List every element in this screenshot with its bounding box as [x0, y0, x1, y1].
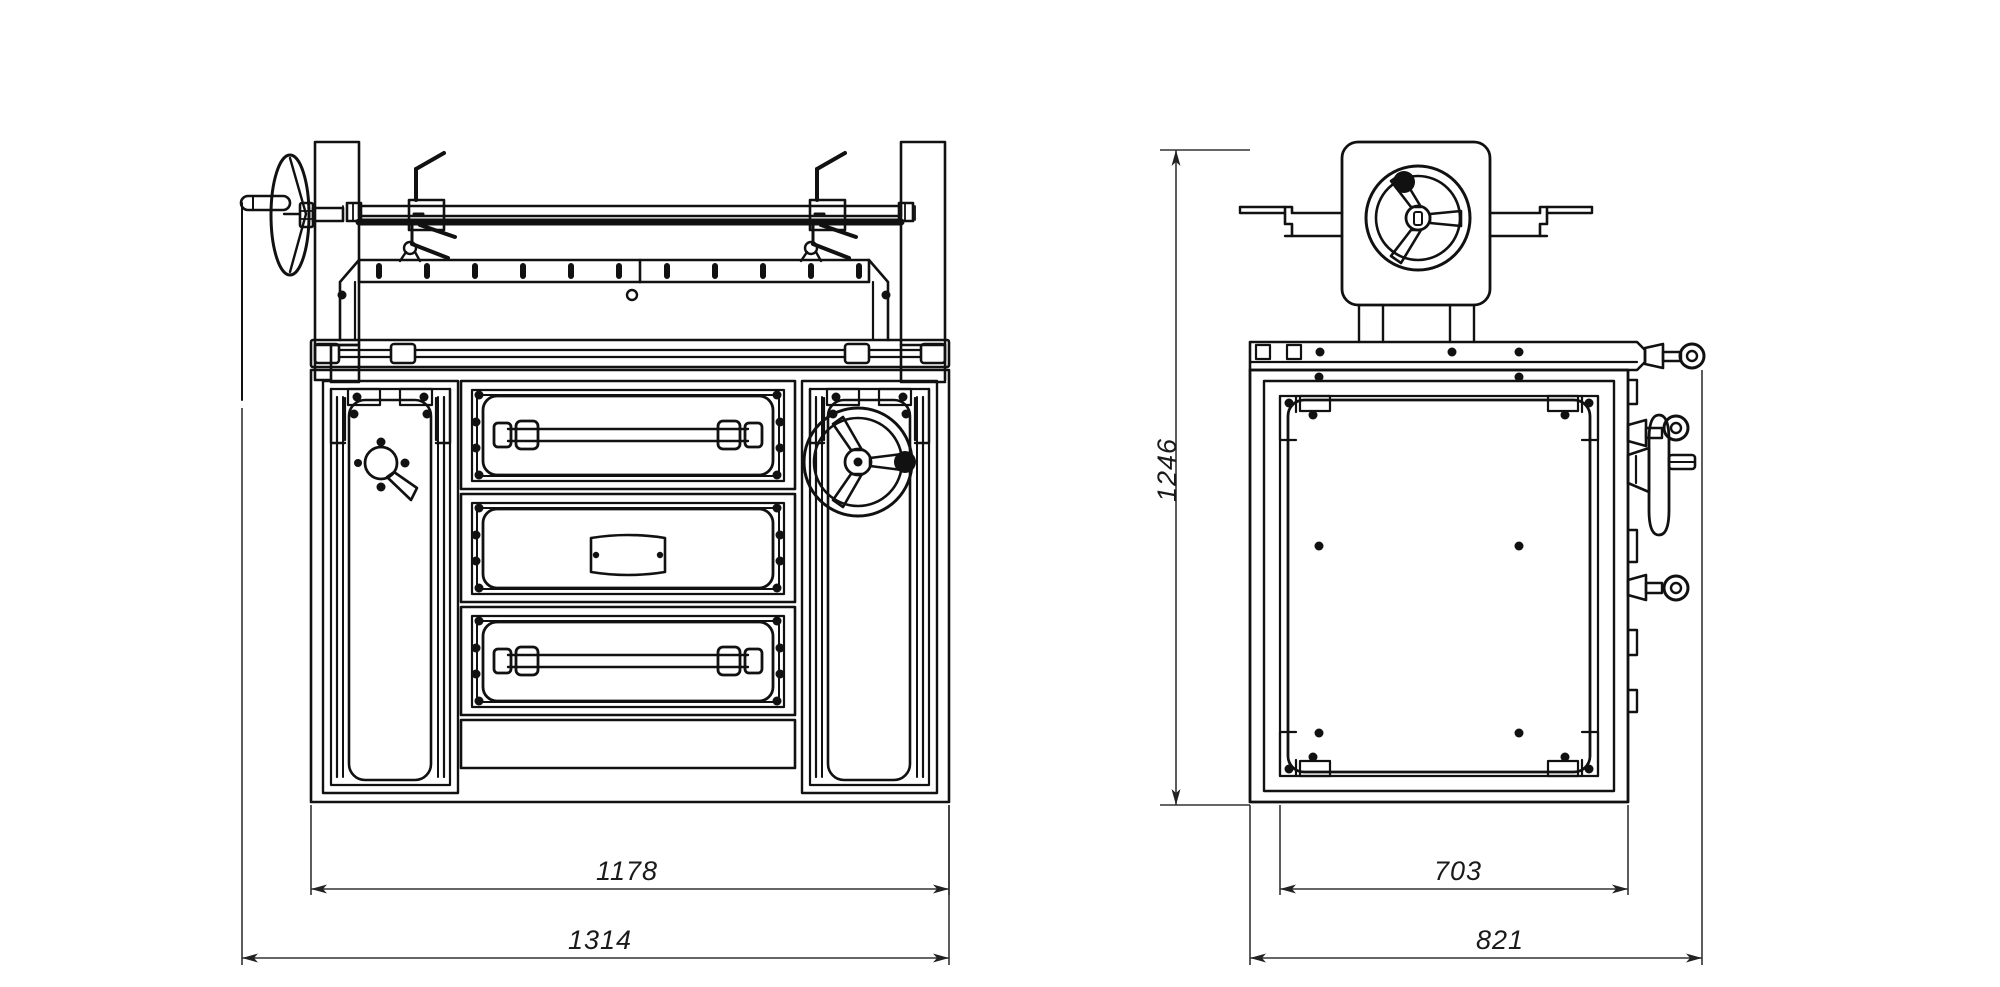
- right-side-handwheel[interactable]: [1626, 413, 1697, 537]
- top-clamp-bar: [309, 338, 951, 369]
- middle-drawer-panel[interactable]: [459, 492, 797, 604]
- right-side-panel-with-handwheel[interactable]: [800, 379, 939, 795]
- right-side-fittings: [1626, 378, 1639, 714]
- upper-drawer-handle[interactable]: [492, 419, 764, 451]
- top-right-rod-knob[interactable]: [1643, 342, 1706, 370]
- front-dimension-group: [241, 408, 950, 965]
- left-access-door-with-lever-handle[interactable]: [321, 379, 460, 795]
- nameplate-badge: [589, 533, 667, 577]
- lower-drawer-panel[interactable]: [459, 605, 797, 717]
- dim-label-side-height: 1246: [1152, 438, 1182, 502]
- dim-label-front-overall: 1314: [568, 925, 632, 955]
- front-handwheel[interactable]: [802, 406, 916, 518]
- support-column: [1357, 303, 1476, 344]
- lower-drawer-handle[interactable]: [492, 645, 764, 677]
- top-housing-with-handwheel: [1340, 140, 1492, 307]
- dim-label-side-inner: 703: [1434, 856, 1482, 886]
- cabinet-body: [309, 368, 951, 804]
- dim-label-side-overall: 821: [1476, 925, 1524, 955]
- side-dimension-group: [1160, 149, 1703, 965]
- left-clamp-assembly[interactable]: [398, 151, 457, 263]
- main-body-panel: [1248, 368, 1630, 804]
- bracket-flange: [1238, 205, 1594, 238]
- side-elevation-view: [1238, 140, 1706, 804]
- lower-right-knob[interactable]: [1626, 573, 1690, 602]
- base-plinth: [459, 718, 797, 770]
- left-handwheel[interactable]: [239, 153, 345, 277]
- perforated-table-rail: [357, 258, 871, 302]
- front-elevation-view: [239, 140, 951, 804]
- dim-label-front-inner: 1178: [596, 856, 658, 886]
- overhead-handwheel[interactable]: [1364, 164, 1472, 272]
- door-lever-handle[interactable]: [354, 437, 419, 502]
- upper-drawer-panel[interactable]: [459, 379, 797, 491]
